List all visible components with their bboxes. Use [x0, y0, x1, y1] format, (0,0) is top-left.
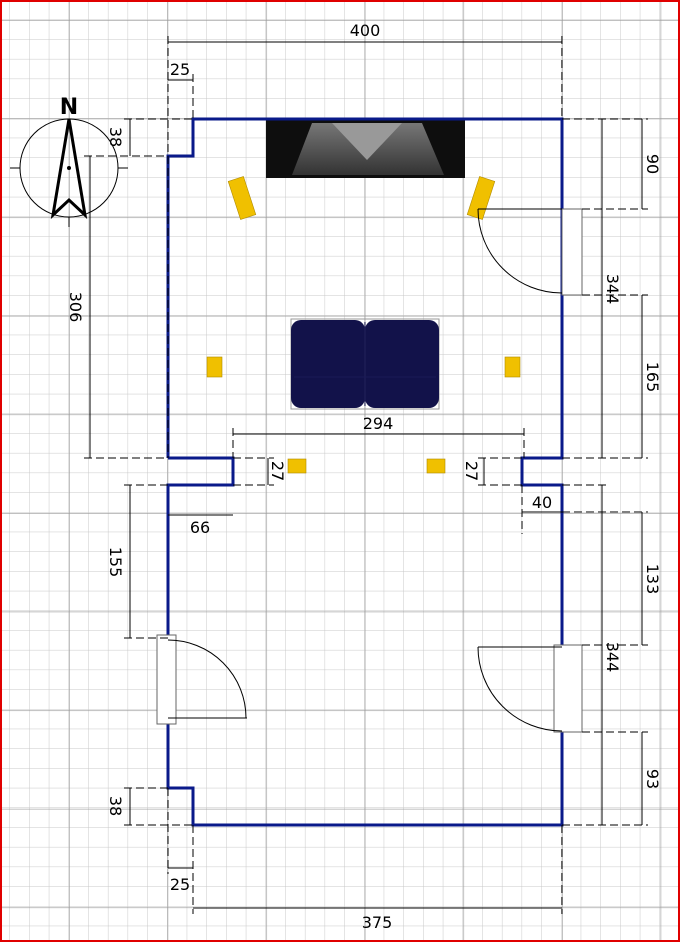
sofa[interactable]	[290, 318, 440, 410]
speaker-front-right[interactable]	[466, 176, 496, 220]
north-arrow-icon	[50, 118, 88, 220]
dim-right-opening: 27	[462, 461, 481, 481]
speaker-side-right[interactable]	[504, 356, 521, 378]
dim-bottom-width: 375	[362, 913, 393, 932]
dim-left-opening: 27	[268, 461, 287, 481]
dim-right-top-offset: 90	[643, 154, 662, 174]
dim-right-lower-height: 344	[603, 642, 622, 673]
dim-top-width: 400	[350, 21, 381, 40]
dimension-labels: 400 25 38 306 294 27 27 66 40 155 38 25 …	[66, 21, 662, 932]
dim-sofa-span: 294	[363, 414, 394, 433]
dim-top-notch-width: 25	[170, 60, 190, 79]
speaker-rear-left[interactable]	[287, 458, 307, 474]
speaker-side-left[interactable]	[206, 356, 223, 378]
door-right-upper[interactable]	[477, 208, 583, 296]
compass-rose: N	[10, 95, 128, 227]
door-right-lower[interactable]	[477, 644, 583, 733]
dim-top-notch-depth: 38	[106, 127, 125, 147]
speaker-front-left[interactable]	[227, 176, 257, 220]
dim-right-lower-offset: 133	[643, 564, 662, 595]
dim-bottom-notch-depth: 38	[106, 796, 125, 816]
compass-north-label: N	[60, 95, 78, 120]
speaker-rear-right[interactable]	[426, 458, 446, 474]
dim-left-stub: 66	[190, 518, 210, 537]
dim-right-upper-height: 344	[603, 274, 622, 305]
door-left[interactable]	[156, 634, 247, 725]
dim-right-stub: 40	[532, 493, 552, 512]
dim-right-bottom-offset: 93	[643, 769, 662, 789]
dim-left-door-offset: 155	[106, 547, 125, 578]
tv-unit[interactable]	[266, 120, 465, 178]
dim-left-upper-height: 306	[66, 292, 85, 323]
dim-bottom-notch-width: 25	[170, 875, 190, 894]
dim-right-door-gap: 165	[643, 362, 662, 393]
dimension-lines	[84, 36, 648, 914]
